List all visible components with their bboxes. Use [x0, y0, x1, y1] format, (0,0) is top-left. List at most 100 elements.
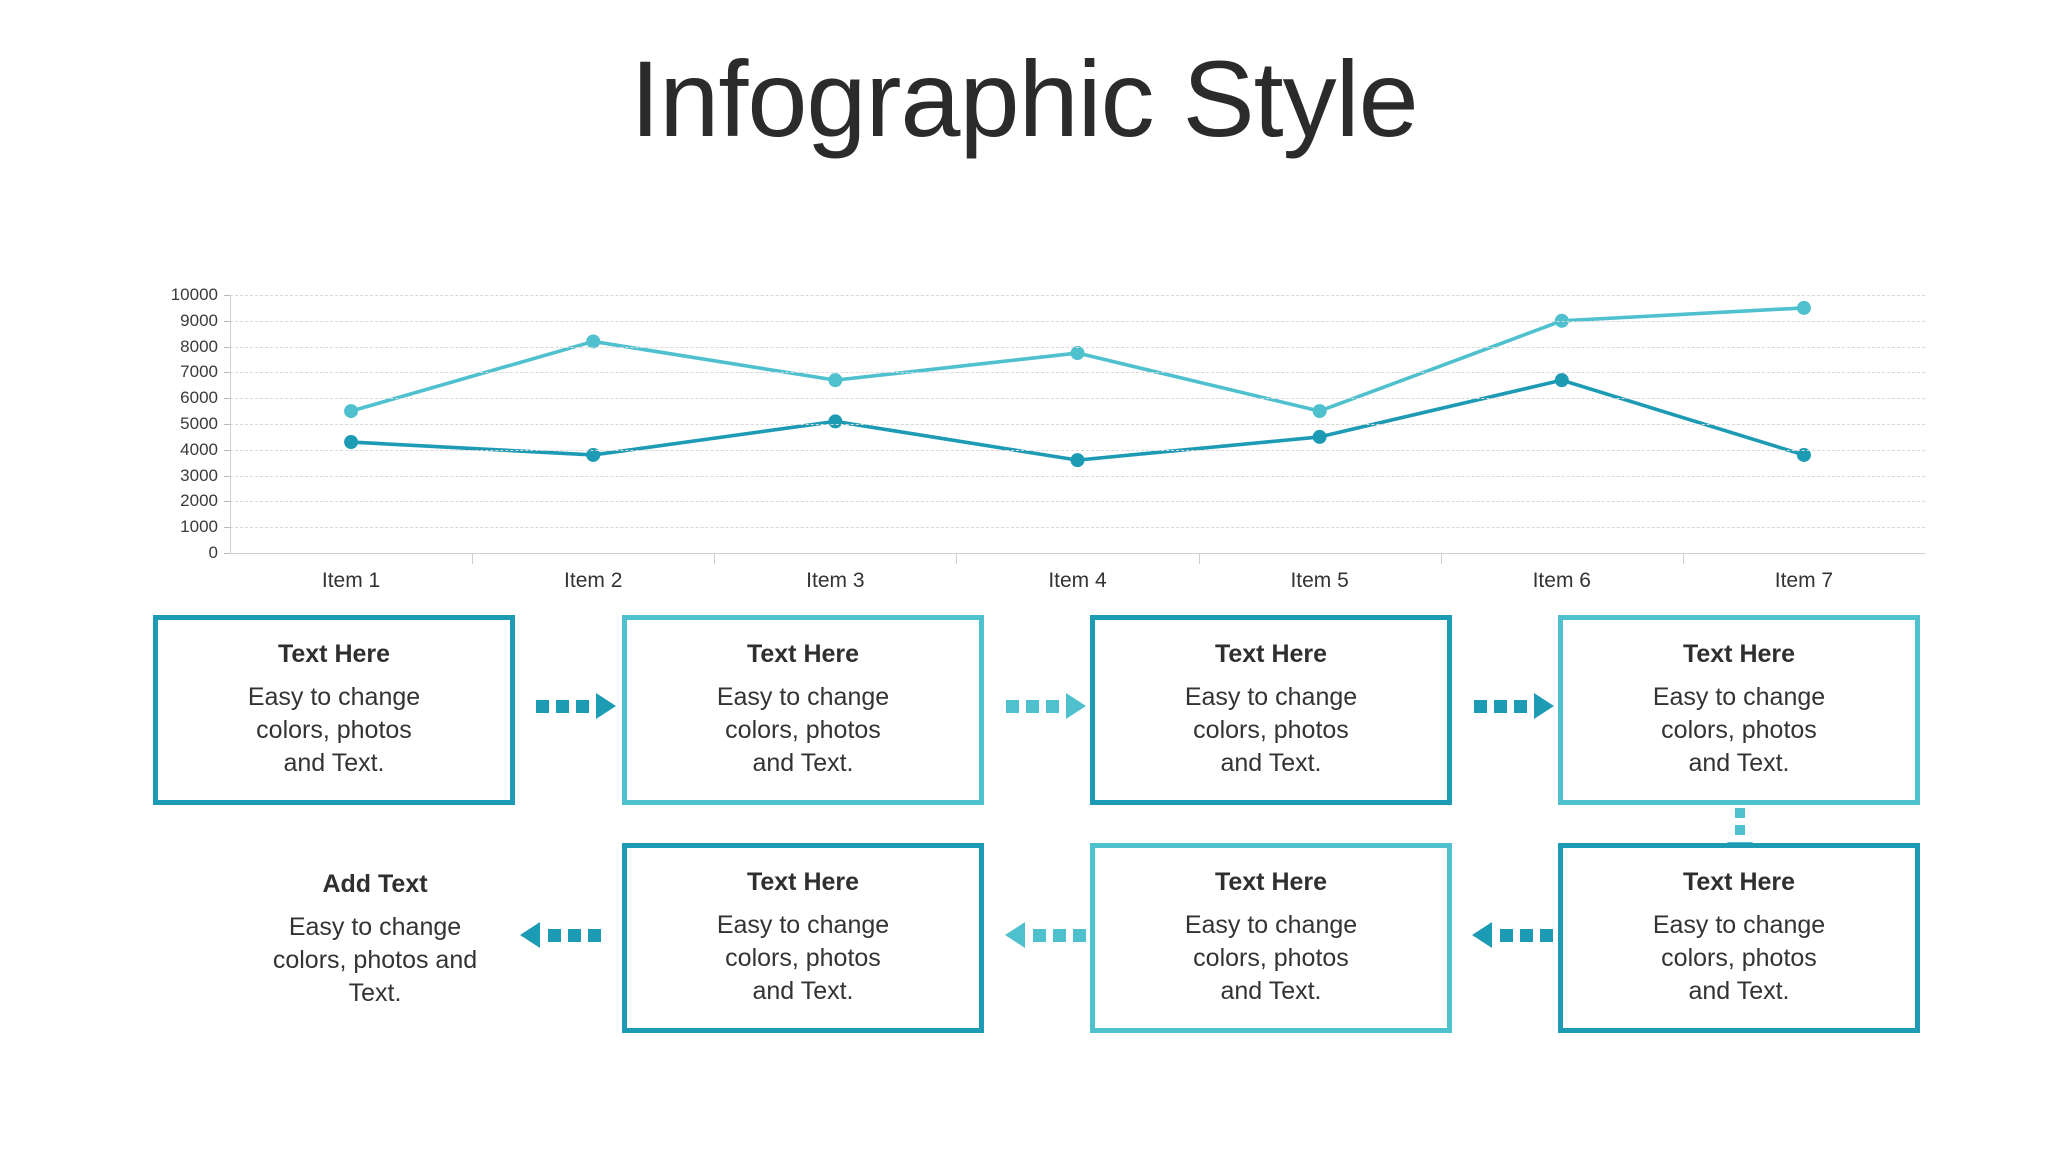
x-axis-tick-label: Item 3 — [806, 569, 865, 592]
chart-gridline — [230, 372, 1925, 374]
x-axis-tick-mark — [1440, 553, 1442, 564]
flow-box-title: Text Here — [746, 867, 860, 896]
flow-box-bottom-2[interactable]: Text Here Easy to change colors, photos … — [622, 843, 984, 1033]
flow-box-title: Add Text — [322, 869, 428, 898]
x-axis-tick-mark — [1682, 553, 1684, 564]
chart-plot-area — [224, 295, 1925, 554]
chart-data-point — [828, 414, 843, 429]
flow-box-body: Easy to change colors, photos and Text. — [1184, 910, 1358, 1006]
arrow-head-left-icon — [520, 922, 540, 948]
arrow-dot-icon — [556, 699, 569, 713]
chart-gridline — [230, 346, 1925, 348]
flow-box-body: Easy to change colors, photos and Text. — [1652, 910, 1826, 1006]
flow-box-body: Easy to change colors, photos and Text. — [1184, 682, 1358, 778]
x-axis-tick-mark — [472, 553, 474, 564]
x-axis-tick-mark — [1198, 553, 1200, 564]
x-axis-tick-label: Item 1 — [321, 569, 381, 592]
chart-data-point — [586, 447, 601, 462]
y-axis-tick-label: 8000 — [180, 336, 218, 356]
y-axis-tick-label: 1000 — [180, 517, 218, 537]
flow-box-body: Easy to change colors, photos and Text. — [716, 910, 890, 1006]
y-axis-tick-mark — [224, 320, 230, 322]
arrow-head-left-icon — [1005, 922, 1025, 948]
y-axis-tick-label: 5000 — [180, 414, 218, 433]
flow-box-bottom-4[interactable]: Text Here Easy to change colors, photos … — [1558, 843, 1920, 1033]
arrow-dot-icon — [1026, 699, 1039, 713]
y-axis-tick-mark — [224, 398, 230, 400]
x-axis-tick-label: Item 7 — [1774, 569, 1834, 592]
x-axis-tick-label: Item 6 — [1532, 569, 1591, 592]
x-axis-tick-label: Item 4 — [1048, 569, 1107, 592]
chart-data-point — [1554, 373, 1569, 388]
arrow-head-left-icon — [1472, 922, 1492, 948]
y-axis-tick-label: 0 — [208, 543, 218, 562]
arrow-dot-icon — [1735, 808, 1745, 818]
page-title: Infographic Style — [630, 38, 1418, 159]
flow-box-body: Easy to change colors, photos and Text. — [1652, 682, 1826, 778]
flow-box-top-2[interactable]: Text Here Easy to change colors, photos … — [622, 615, 984, 805]
arrow-dot-icon — [1073, 928, 1086, 942]
arrow-dot-icon — [536, 699, 549, 713]
flow-box-top-3[interactable]: Text Here Easy to change colors, photos … — [1090, 615, 1452, 805]
flow-box-title: Text Here — [1682, 867, 1796, 896]
flow-arrow-bottom-3 — [1472, 922, 1561, 948]
flow-box-title: Text Here — [746, 639, 860, 668]
arrow-dot-icon — [588, 928, 601, 942]
y-axis-tick-label: 2000 — [180, 491, 218, 511]
arrow-dot-icon — [1540, 928, 1553, 942]
y-axis-tick-label: 6000 — [180, 388, 218, 408]
y-axis-tick-mark — [224, 501, 230, 503]
chart-data-point — [586, 334, 601, 349]
flow-arrow-top-2 — [1006, 693, 1086, 719]
chart-data-point — [1312, 404, 1327, 419]
x-axis-tick-mark — [956, 553, 958, 564]
x-axis-tick-label: Item 2 — [564, 569, 623, 592]
flow-box-title: Text Here — [1214, 867, 1328, 896]
chart-gridline — [230, 424, 1925, 425]
arrow-dot-icon — [1046, 699, 1059, 713]
flow-arrow-bottom-1 — [520, 922, 609, 948]
arrow-dot-icon — [1514, 699, 1527, 713]
arrow-dot-icon — [1500, 928, 1513, 942]
chart-gridline — [230, 320, 1925, 322]
chart-data-point — [1312, 429, 1327, 444]
chart-data-point — [344, 435, 359, 450]
arrow-dot-icon — [1033, 928, 1046, 942]
chart-data-point — [1070, 346, 1085, 361]
arrow-head-right-icon — [1534, 693, 1554, 719]
arrow-dot-icon — [1494, 699, 1507, 713]
y-axis-tick-mark — [224, 553, 230, 554]
flow-box-bottom-1[interactable]: Add Text Easy to change colors, photos a… — [210, 845, 540, 1035]
flow-arrow-top-3 — [1474, 693, 1554, 719]
y-axis-tick-mark — [224, 449, 230, 451]
flow-box-title: Text Here — [1214, 639, 1328, 668]
flow-box-title: Text Here — [277, 639, 391, 668]
chart-gridline — [230, 295, 1925, 296]
y-axis-tick-mark — [224, 527, 230, 529]
arrow-dot-icon — [1006, 699, 1019, 713]
chart-data-point — [828, 373, 843, 388]
arrow-dot-icon — [1520, 928, 1533, 942]
chart-data-point — [344, 404, 359, 419]
y-axis-tick-mark — [224, 346, 230, 348]
flow-box-bottom-3[interactable]: Text Here Easy to change colors, photos … — [1090, 843, 1452, 1033]
flow-box-body: Easy to change colors, photos and Text. — [247, 682, 421, 778]
y-axis-tick-label: 10000 — [170, 285, 218, 304]
arrow-head-right-icon — [596, 693, 616, 719]
chart-series-line — [349, 378, 1806, 462]
y-axis-tick-label: 9000 — [180, 310, 218, 330]
flow-box-top-4[interactable]: Text Here Easy to change colors, photos … — [1558, 615, 1920, 805]
arrow-head-right-icon — [1066, 693, 1086, 719]
y-axis-tick-label: 4000 — [180, 439, 218, 459]
y-axis-tick-mark — [224, 372, 230, 374]
chart-gridline — [230, 553, 1925, 554]
flow-box-title: Text Here — [1682, 639, 1796, 668]
x-axis-ticks — [230, 553, 1925, 567]
x-axis-tick-mark — [714, 553, 716, 564]
flow-box-top-1[interactable]: Text Here Easy to change colors, photos … — [153, 615, 515, 805]
arrow-dot-icon — [1735, 825, 1745, 835]
flow-box-body: Easy to change colors, photos and Text. — [716, 682, 890, 778]
